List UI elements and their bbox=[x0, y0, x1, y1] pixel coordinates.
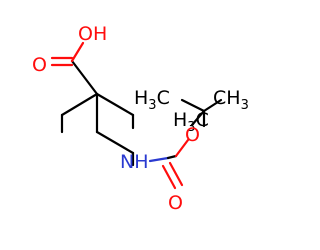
ester-o-label: O bbox=[185, 124, 200, 146]
carbamate-group bbox=[131, 109, 206, 190]
carbonyl-carbon-bond bbox=[166, 154, 178, 160]
cyclohexane-ring bbox=[60, 92, 135, 155]
svg-text:CH3: CH3 bbox=[213, 87, 249, 113]
n-to-carbonyl-bond bbox=[148, 156, 170, 163]
o-to-tertbutyl-bond bbox=[190, 109, 206, 127]
ring-bond-3 bbox=[95, 130, 135, 155]
tbutyl-to-ch3-right bbox=[202, 98, 223, 113]
carbamate-c-o-double-a bbox=[161, 164, 177, 190]
molecule-structure: OH O H3C CH3 H3C O NH O bbox=[32, 23, 249, 214]
nh-label: NH bbox=[120, 151, 149, 173]
carbamate-carbonyl-o-label: O bbox=[168, 192, 183, 214]
carbamate-c-o-double-b bbox=[168, 161, 184, 187]
oh-label: OH bbox=[78, 23, 107, 45]
tbutyl-to-ch3-left bbox=[180, 98, 206, 113]
ch3-top-left-label: H3C bbox=[134, 87, 170, 113]
ring-bond-1 bbox=[95, 92, 135, 117]
carboxylic-acid-group bbox=[50, 41, 99, 96]
tert-butyl-group bbox=[180, 98, 223, 128]
svg-text:H3C: H3C bbox=[134, 87, 170, 113]
ch3-top-right-label: CH3 bbox=[213, 87, 249, 113]
c-o-ester-bond bbox=[174, 138, 190, 158]
ring-bond-5 bbox=[60, 92, 99, 117]
acid-carbonyl-o-label: O bbox=[32, 54, 47, 76]
ring-to-carboxyl-bond bbox=[70, 59, 99, 96]
c-oh-bond bbox=[70, 41, 85, 63]
